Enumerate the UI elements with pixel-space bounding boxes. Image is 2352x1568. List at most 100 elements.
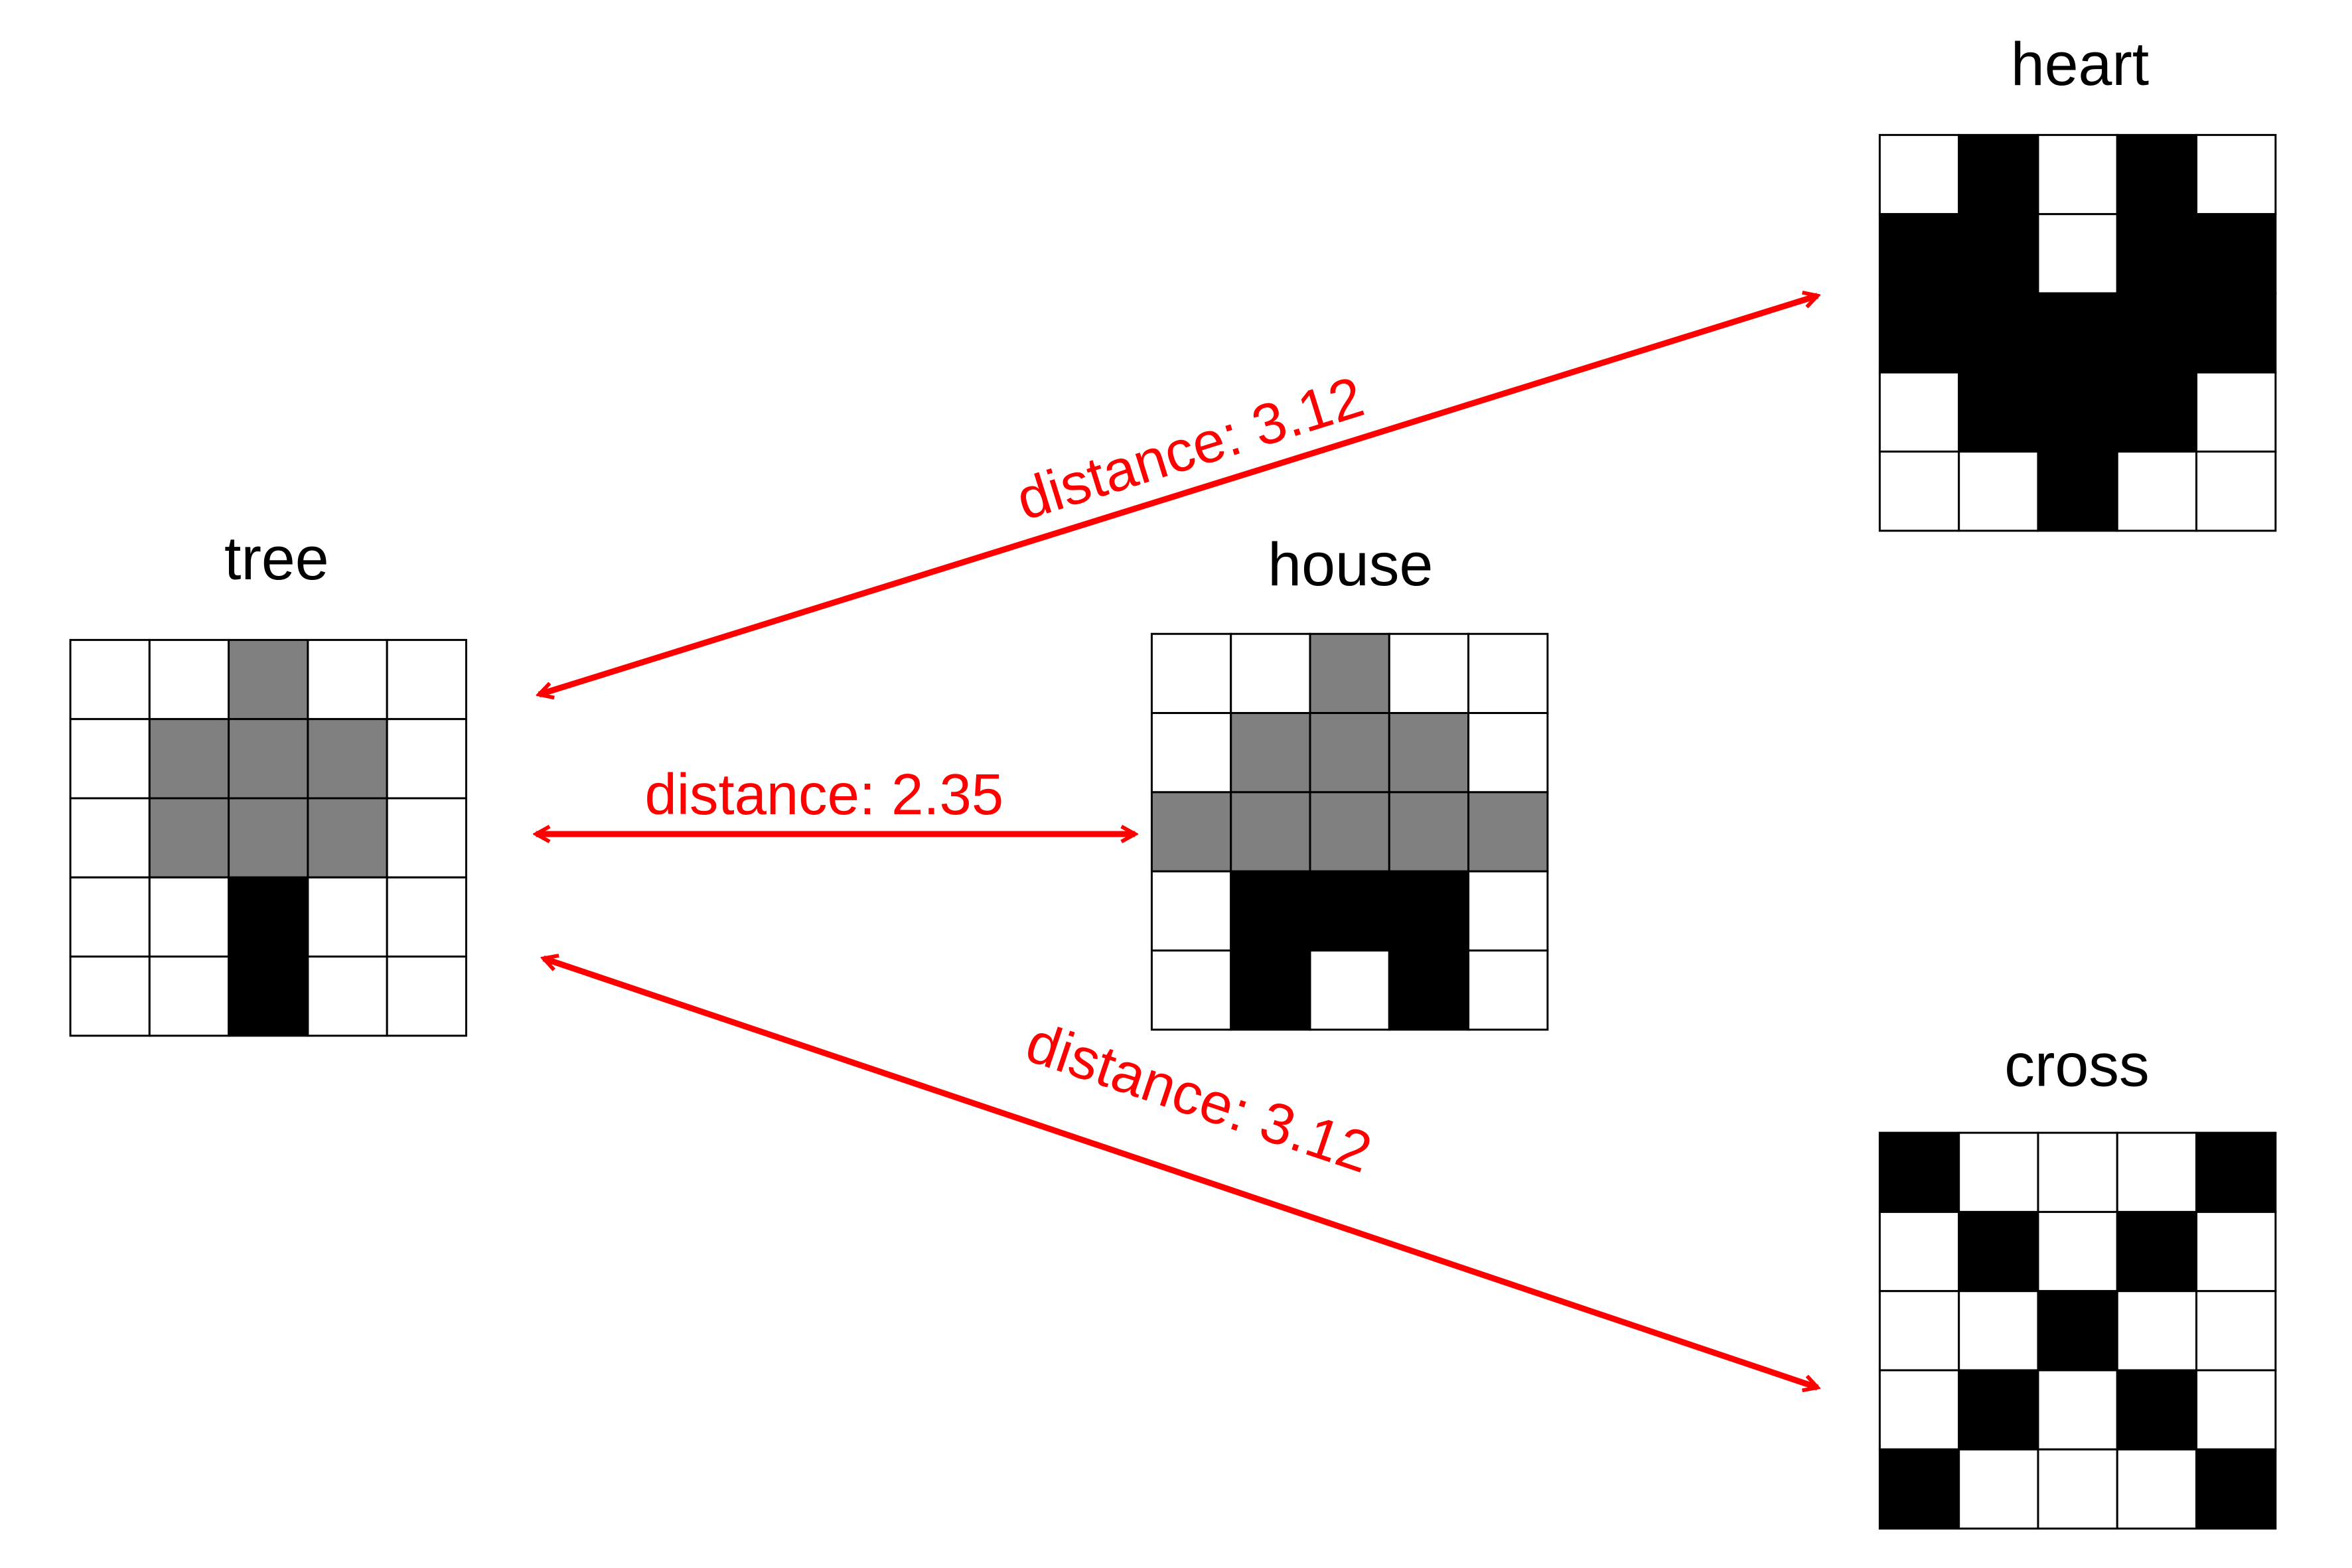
tree-cell xyxy=(307,638,388,721)
tree-cross-distance-label: distance: 3.12 xyxy=(1019,1010,1379,1185)
heart-cell xyxy=(1878,213,1960,295)
heart-cell xyxy=(1958,371,2039,453)
tree-cell xyxy=(228,797,309,879)
cross-cell xyxy=(2116,1448,2198,1530)
cross-cell xyxy=(1958,1290,2039,1372)
cross-cell xyxy=(1878,1210,1960,1293)
cross-cell xyxy=(2116,1369,2198,1451)
heart-cell xyxy=(1878,292,1960,374)
tree-cell xyxy=(148,797,230,879)
heart-cell xyxy=(2116,451,2198,532)
tree-cell xyxy=(307,956,388,1037)
tree-cell xyxy=(148,638,230,721)
tree-cell xyxy=(307,797,388,879)
cross-cell xyxy=(1878,1290,1960,1372)
heart-cell xyxy=(2116,133,2198,216)
house-cell xyxy=(1467,791,1549,873)
tree-house-distance-label: distance: 2.35 xyxy=(644,762,1003,827)
tree-cell xyxy=(69,797,151,879)
cross-cell xyxy=(2195,1448,2277,1530)
tree-cell xyxy=(148,718,230,800)
house-cell xyxy=(1150,632,1232,715)
tree-grid xyxy=(69,638,467,1037)
heart-cell xyxy=(2037,213,2118,295)
house-cell xyxy=(1309,791,1390,873)
cross-cell xyxy=(2037,1131,2118,1213)
cross-cell xyxy=(2037,1369,2118,1451)
heart-cell xyxy=(2116,213,2198,295)
house-cell xyxy=(1388,870,1470,952)
heart-cell xyxy=(1958,451,2039,532)
heart-cell xyxy=(2195,213,2277,295)
cross-cell xyxy=(1878,1131,1960,1213)
heart-cell xyxy=(1958,292,2039,374)
house-cell xyxy=(1467,632,1549,715)
tree-cell xyxy=(386,638,467,721)
cross-cell xyxy=(1958,1210,2039,1293)
heart-grid xyxy=(1878,133,2277,532)
house-cell xyxy=(1388,791,1470,873)
cross-cell xyxy=(2037,1210,2118,1293)
house-cell xyxy=(1309,632,1390,715)
heart-cell xyxy=(1958,133,2039,216)
house-cell xyxy=(1230,632,1311,715)
house-cell xyxy=(1150,949,1232,1031)
cross-cell xyxy=(1958,1448,2039,1530)
cross-cell xyxy=(2195,1369,2277,1451)
heart-cell xyxy=(1958,213,2039,295)
house-cell xyxy=(1230,791,1311,873)
cross-cell xyxy=(2195,1210,2277,1293)
tree-cell xyxy=(228,718,309,800)
house-cell xyxy=(1388,949,1470,1031)
house-cell xyxy=(1230,949,1311,1031)
cross-cell xyxy=(2037,1448,2118,1530)
tree-heart-arrow xyxy=(539,296,1818,695)
house-cell xyxy=(1150,712,1232,794)
tree-cell xyxy=(386,876,467,958)
heart-cell xyxy=(2037,451,2118,532)
house-cell xyxy=(1230,712,1311,794)
house-cell xyxy=(1467,870,1549,952)
cross-cell xyxy=(2116,1210,2198,1293)
cross-cell xyxy=(1958,1131,2039,1213)
heart-cell xyxy=(1878,133,1960,216)
house-label: house xyxy=(1268,531,1433,599)
cross-label: cross xyxy=(2004,1031,2149,1099)
tree-cell xyxy=(69,638,151,721)
tree-cell xyxy=(386,797,467,879)
house-cell xyxy=(1388,632,1470,715)
house-cell xyxy=(1467,949,1549,1031)
cross-cell xyxy=(2195,1131,2277,1213)
tree-cell xyxy=(148,876,230,958)
cross-grid xyxy=(1878,1131,2277,1530)
heart-cell xyxy=(2195,451,2277,532)
heart-cell xyxy=(1878,451,1960,532)
heart-cell xyxy=(1878,371,1960,453)
heart-label: heart xyxy=(2011,31,2149,98)
heart-cell xyxy=(2037,292,2118,374)
heart-cell xyxy=(2037,133,2118,216)
tree-cell xyxy=(69,718,151,800)
house-cell xyxy=(1230,870,1311,952)
tree-cell xyxy=(307,718,388,800)
heart-cell xyxy=(2037,371,2118,453)
heart-cell xyxy=(2116,371,2198,453)
tree-cell xyxy=(148,956,230,1037)
tree-cell xyxy=(228,638,309,721)
heart-cell xyxy=(2195,371,2277,453)
cross-cell xyxy=(1878,1448,1960,1530)
house-grid xyxy=(1150,632,1549,1031)
cross-cell xyxy=(2195,1290,2277,1372)
tree-cross-arrow xyxy=(544,958,1818,1388)
cross-cell xyxy=(1878,1369,1960,1451)
house-cell xyxy=(1309,712,1390,794)
house-cell xyxy=(1150,870,1232,952)
tree-label: tree xyxy=(224,525,329,593)
tree-cell xyxy=(69,956,151,1037)
tree-cell xyxy=(69,876,151,958)
house-cell xyxy=(1388,712,1470,794)
tree-cell xyxy=(307,876,388,958)
heart-cell xyxy=(2116,292,2198,374)
house-cell xyxy=(1309,870,1390,952)
